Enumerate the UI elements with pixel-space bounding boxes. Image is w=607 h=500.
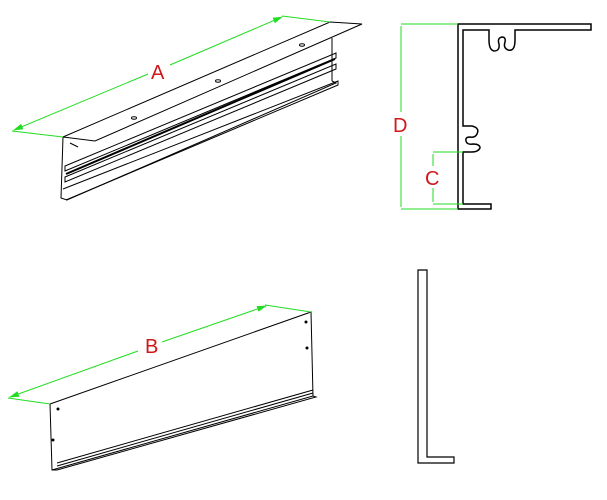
dimension-label-c: C [425, 168, 439, 190]
extension-line [281, 15, 331, 23]
dimension-line-b [161, 305, 267, 343]
extension-line [264, 304, 312, 313]
rail-isometric-view: A [11, 15, 363, 201]
dimension-line-a [13, 73, 149, 131]
rail-profile-view: D C [393, 23, 592, 210]
panel-isometric-view: B [7, 304, 318, 471]
extension-line [11, 130, 64, 138]
panel-profile-view [417, 269, 455, 464]
extension-line [7, 397, 51, 405]
dimension-label-b: B [145, 336, 158, 358]
dimension-line-b [9, 350, 139, 398]
dimension-line-a [169, 16, 283, 66]
dimension-label-a: A [151, 62, 165, 84]
dimension-label-d: D [393, 115, 407, 137]
